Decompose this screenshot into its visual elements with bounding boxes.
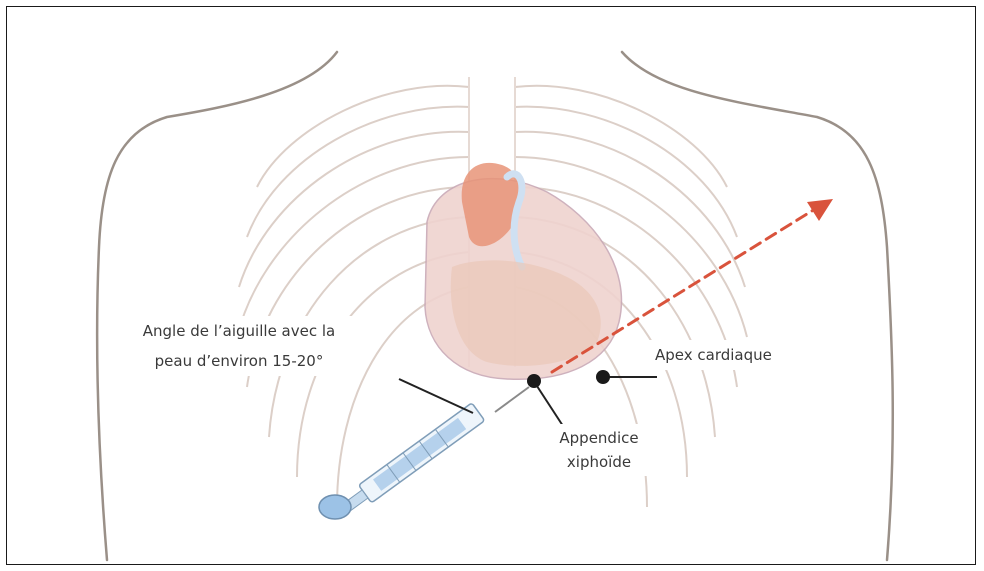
needle-angle-label-line2: peau d’environ 15-20°: [123, 346, 355, 376]
xiphoid-marker: [527, 374, 541, 388]
diagram-frame: Angle de l’aiguille avec la peau d’envir…: [6, 6, 976, 565]
needle-angle-label-line1: Angle de l’aiguille avec la: [123, 316, 355, 346]
syringe-icon: [319, 387, 529, 521]
xiphoid-label: Appendice xiphoïde: [537, 424, 661, 476]
apex-label: Apex cardiaque: [647, 340, 863, 370]
xiphoid-label-line2: xiphoïde: [543, 450, 655, 474]
apex-marker: [596, 370, 610, 384]
xiphoid-label-line1: Appendice: [543, 426, 655, 450]
needle-angle-label: Angle de l’aiguille avec la peau d’envir…: [115, 316, 363, 376]
chest-illustration: [7, 7, 976, 565]
